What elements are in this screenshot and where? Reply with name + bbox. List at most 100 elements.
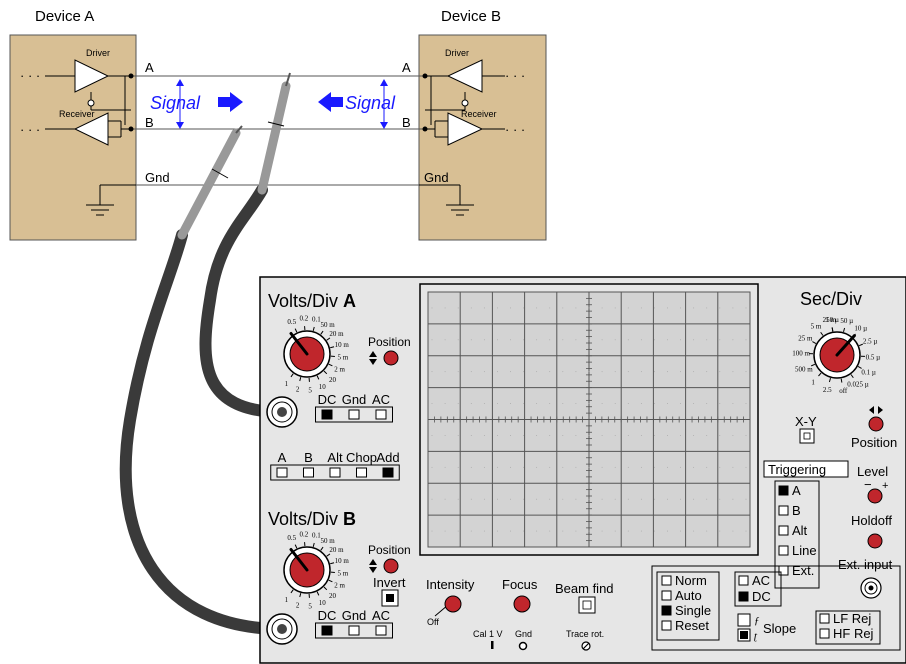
vertical-mode-button[interactable] [329, 467, 341, 478]
graticule-dot [614, 466, 616, 468]
ch-a-dial-value: 10 [319, 383, 327, 391]
graticule-dot [457, 435, 459, 436]
intensity-knob[interactable] [444, 595, 462, 613]
sec-div-dial-tick [857, 366, 862, 369]
trigger-coupling-button[interactable] [738, 591, 749, 602]
device-b-driver-icon [425, 59, 505, 107]
graticule-dot [745, 403, 747, 404]
graticule-dot [431, 307, 433, 309]
graticule-dot [732, 530, 734, 532]
graticule-dot [732, 371, 734, 373]
node-a-right [422, 73, 428, 79]
trigger-source-button[interactable] [778, 545, 789, 556]
graticule-dot [444, 403, 446, 404]
trigger-source-button[interactable] [778, 485, 789, 496]
graticule-dot [654, 435, 655, 436]
graticule-dot [483, 530, 485, 532]
graticule-dot [575, 403, 577, 404]
graticule-dot [575, 371, 577, 373]
trace-rot-adjust[interactable] [581, 641, 591, 651]
ch-a-coupling-button[interactable] [375, 409, 387, 420]
ch-a-position-knob[interactable] [383, 350, 399, 366]
ch-b-coupling-button[interactable] [321, 625, 333, 636]
ch-b-input-connector[interactable] [266, 613, 298, 645]
ext-input-connector[interactable] [860, 577, 882, 599]
trigger-source-button[interactable] [778, 525, 789, 536]
trigger-coupling-button[interactable] [738, 575, 749, 586]
beam-find-button[interactable] [578, 596, 596, 614]
ch-b-position-knob[interactable] [383, 558, 399, 574]
horizontal-position-knob[interactable] [868, 416, 884, 432]
graticule-dot [667, 403, 668, 404]
vertical-mode-button[interactable] [303, 467, 314, 478]
graticule-dot [536, 466, 538, 468]
trigger-coupling-frame [734, 571, 782, 607]
ch-b-invert-button[interactable] [381, 589, 399, 607]
graticule-dot [444, 339, 446, 341]
graticule-dot [497, 403, 498, 404]
holdoff-knob[interactable] [867, 533, 883, 549]
xy-button[interactable] [799, 428, 815, 444]
graticule-dot [693, 307, 695, 309]
vertical-mode-button[interactable] [276, 467, 288, 478]
ch-a-input-connector[interactable] [266, 396, 298, 428]
sweep-mode-button[interactable] [661, 605, 672, 616]
filter-button[interactable] [819, 613, 830, 624]
graticule-dot [627, 498, 629, 500]
trigger-source-button[interactable] [778, 505, 789, 516]
probe-b[interactable] [177, 125, 243, 240]
graticule-dot [470, 466, 472, 468]
horizontal-arrows-icon [869, 406, 883, 414]
cal-terminal[interactable] [491, 641, 494, 649]
graticule-dot [457, 339, 459, 341]
graticule-dot [457, 307, 459, 309]
slope-rise-button[interactable] [737, 613, 751, 627]
sec-div-dial-value: 25 m [798, 334, 813, 342]
sweep-mode-button[interactable] [661, 620, 672, 631]
graticule-dot [588, 498, 590, 500]
level-knob[interactable] [867, 488, 883, 504]
ch-b-coupling-button[interactable] [348, 625, 360, 636]
graticule-dot [654, 307, 655, 309]
ch-b-dial-value: 5 m [338, 570, 349, 578]
sweep-mode-button[interactable] [661, 575, 672, 586]
graticule-dot [575, 530, 577, 532]
vertical-mode-button[interactable] [356, 467, 367, 478]
focus-knob[interactable] [513, 595, 531, 613]
sweep-mode-button[interactable] [661, 590, 672, 601]
trigger-source-button[interactable] [778, 565, 789, 576]
graticule-dot [745, 339, 747, 341]
graticule-dot [706, 530, 708, 532]
gnd-terminal[interactable] [518, 641, 528, 651]
trigger-source-label: Ext. [792, 563, 814, 578]
vertical-mode-label: Add [376, 450, 399, 465]
sec-div-dial-tick [850, 374, 854, 379]
graticule-dot [510, 371, 511, 373]
vertical-mode-frame [270, 464, 400, 481]
probe-a[interactable] [257, 72, 291, 195]
ch-a-coupling-button[interactable] [348, 409, 360, 420]
graticule-dot [654, 339, 655, 341]
horizontal-position-label: Position [851, 435, 897, 450]
sec-div-dial-tick [840, 378, 843, 383]
graticule-dot [497, 307, 498, 309]
graticule-dot [497, 339, 498, 341]
filter-button[interactable] [819, 628, 830, 639]
ch-b-dial-value: 10 m [335, 557, 350, 565]
trigger-source-label: A [792, 483, 801, 498]
vertical-mode-button[interactable] [382, 467, 394, 478]
sec-div-dial-value: 10 µ [854, 325, 867, 333]
graticule-dot [732, 307, 734, 309]
ch-a-dial-value: 5 m [338, 354, 349, 362]
ch-b-coupling-frame [315, 622, 393, 639]
ch-b-coupling-button[interactable] [375, 625, 387, 636]
graticule-dot [706, 371, 708, 373]
ch-a-dial-value: 5 [308, 386, 312, 394]
ch-a-coupling-button[interactable] [321, 409, 333, 420]
ch-a-dial-value: 0.1 [312, 316, 321, 324]
graticule-dot [497, 466, 498, 468]
graticule-dot [457, 530, 459, 532]
